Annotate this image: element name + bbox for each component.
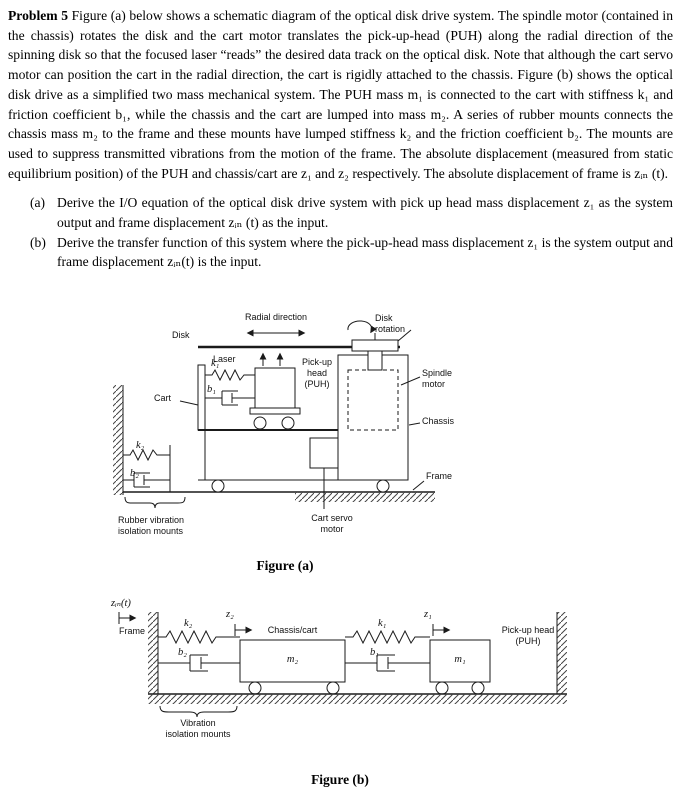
cart-column xyxy=(197,364,206,431)
disk-hub xyxy=(351,339,399,352)
puh-base-plate xyxy=(249,407,301,415)
spindle-motor-label: Spindle motor xyxy=(422,368,453,389)
chassis-leader xyxy=(408,422,421,426)
figure-b-diagram xyxy=(118,612,567,718)
figure-a-caption: Figure (a) xyxy=(256,558,314,573)
problem-items: (a) Derive the I/O equation of the optic… xyxy=(8,193,673,272)
rotation-leader xyxy=(397,329,412,342)
chassis-cart-label: Chassis/cart xyxy=(267,625,318,635)
cart-leader xyxy=(179,400,199,406)
ground-hatch xyxy=(148,694,567,704)
problem-label: Problem 5 xyxy=(8,8,68,23)
figure-b: zᵢₙ(t) Frame k₂ b₂ z₂ Chassis/cart m₂ k₁… xyxy=(105,598,575,743)
cart-roller-2 xyxy=(281,416,295,430)
spring-k2 xyxy=(158,629,240,645)
spring-k2 xyxy=(123,448,170,462)
item-a-text: Derive the I/O equation of the optical d… xyxy=(57,195,673,231)
z2-label: z₂ xyxy=(226,609,234,620)
rubber-mounts-brace xyxy=(124,496,186,509)
frame-wall-hatch xyxy=(148,612,158,694)
spring-k1 xyxy=(345,629,430,645)
base-roller-1 xyxy=(211,479,225,493)
frame-label: Frame xyxy=(426,471,453,481)
pickup-head-label: Pick-up head (PUH) xyxy=(301,357,332,389)
spindle-shaft xyxy=(367,350,383,371)
figure-a-diagram xyxy=(113,320,435,509)
cart-servo-box xyxy=(309,437,339,469)
zin-label: zᵢₙ(t) xyxy=(111,598,131,609)
problem-item-b: (b) Derive the transfer function of this… xyxy=(8,233,673,272)
base-roller-2 xyxy=(376,479,390,493)
problem-intro-text: Figure (a) below shows a schematic diagr… xyxy=(8,8,674,181)
m2-wheel-1 xyxy=(248,681,262,695)
right-wall-hatch xyxy=(557,612,567,694)
b1-label: b₁ xyxy=(207,384,216,395)
problem-intro: Problem 5 Figure (a) below shows a schem… xyxy=(8,6,673,183)
spring-k1 xyxy=(205,368,255,382)
z1-label: z₁ xyxy=(424,609,432,620)
spindle-motor-box xyxy=(347,369,399,431)
problem-statement: Problem 5 Figure (a) below shows a schem… xyxy=(8,6,673,272)
problem-item-a: (a) Derive the I/O equation of the optic… xyxy=(8,193,673,232)
vibration-mounts-label: Vibration isolation mounts xyxy=(165,718,231,739)
chassis-label: Chassis xyxy=(422,416,455,426)
b2-label: b₂ xyxy=(130,468,139,479)
disk-label: Disk xyxy=(172,330,190,340)
item-b-text: Derive the transfer function of this sys… xyxy=(57,234,673,270)
chassis-box xyxy=(337,354,409,481)
k2-label: k₂ xyxy=(136,440,145,451)
item-a-label: (a) xyxy=(30,195,46,211)
item-b-label: (b) xyxy=(30,234,46,250)
figure-a: Radial direction Disk Disk rotation Lase… xyxy=(110,312,480,553)
radial-direction-label: Radial direction xyxy=(244,312,308,322)
k2-label: k₂ xyxy=(184,618,193,629)
k1-label: k₁ xyxy=(211,358,220,369)
frame-label: Frame xyxy=(118,626,145,636)
spindle-motor-leader xyxy=(400,376,421,386)
m1-wheel-2 xyxy=(471,681,485,695)
damper-b2 xyxy=(123,472,170,488)
laser-label: Laser xyxy=(213,354,236,364)
vibration-mounts-brace xyxy=(159,705,238,718)
left-wall-hatch xyxy=(113,385,123,495)
disk-rotation-label: Disk rotation xyxy=(375,313,406,334)
m1-wheel-1 xyxy=(435,681,449,695)
cart-label: Cart xyxy=(154,393,172,403)
puh-box xyxy=(254,367,296,409)
m1-label: m₁ xyxy=(454,654,466,665)
mass-m2-box xyxy=(239,639,346,683)
figure-b-caption: Figure (b) xyxy=(311,772,369,787)
damper-b1 xyxy=(345,654,430,672)
k1-label: k₁ xyxy=(378,618,387,629)
z1-reference-mark xyxy=(432,624,451,636)
b1-label: b₁ xyxy=(370,647,379,658)
zin-reference-mark xyxy=(118,612,137,624)
m2-wheel-2 xyxy=(326,681,340,695)
frame-leader xyxy=(412,480,425,491)
m2-label: m₂ xyxy=(286,654,299,665)
damper-b2 xyxy=(158,654,240,672)
cart-servo-label: Cart servo motor xyxy=(311,513,353,534)
mass-m1-box xyxy=(429,639,491,683)
rubber-mounts-label: Rubber vibration isolation mounts xyxy=(118,515,185,536)
puh-label: Pick-up head (PUH) xyxy=(501,625,555,646)
damper-b1 xyxy=(205,390,255,406)
z2-reference-mark xyxy=(234,624,253,636)
cart-roller-1 xyxy=(253,416,267,430)
frame-hatch xyxy=(295,492,435,502)
b2-label: b₂ xyxy=(178,647,187,658)
disk-rotation-arrow xyxy=(347,320,377,334)
